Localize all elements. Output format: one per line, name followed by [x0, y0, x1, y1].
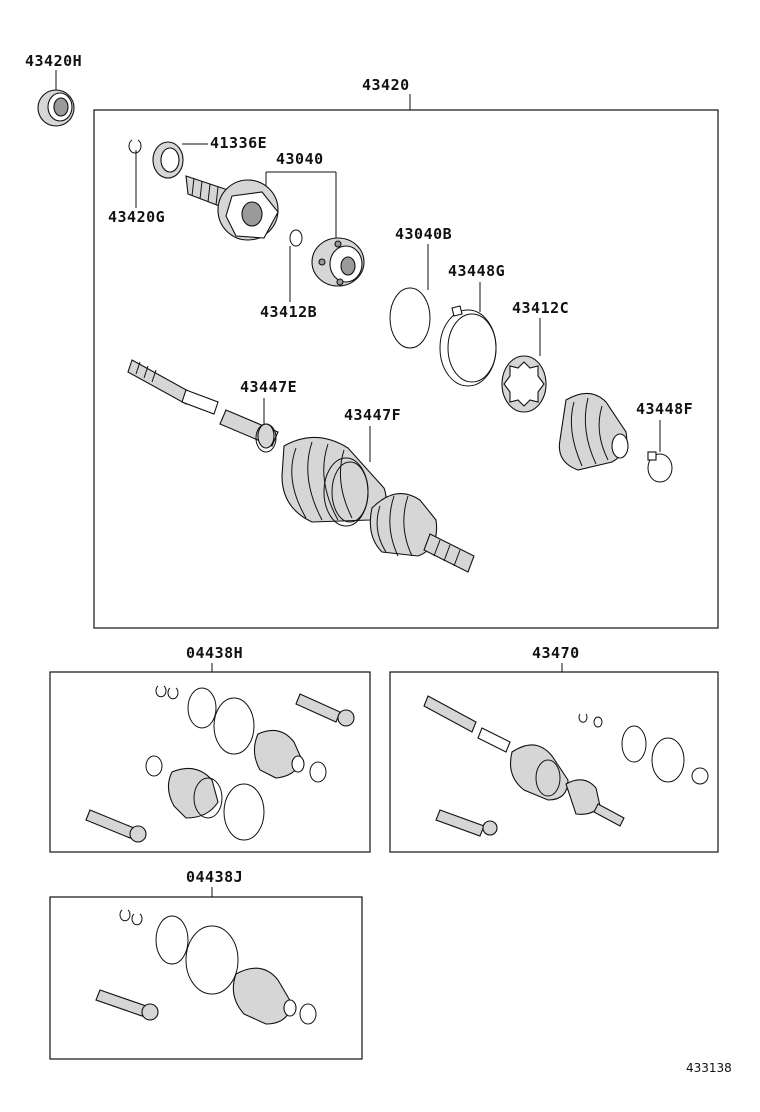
label-43447f: 43447F	[344, 406, 401, 424]
label-43420h: 43420H	[25, 52, 82, 70]
part-43447e-clamp	[255, 423, 277, 453]
part-43420h-seal	[37, 89, 75, 127]
label-41336e: 41336E	[210, 134, 267, 152]
part-outer-joint-housing	[185, 175, 279, 241]
box-04438h-kit	[49, 671, 371, 853]
kit-04438j-parts	[95, 909, 317, 1025]
label-04438j: 04438J	[186, 868, 243, 886]
box-43420-assembly	[93, 109, 719, 629]
box-43470-kit	[389, 671, 719, 853]
part-43448f-clamp	[647, 451, 673, 483]
part-43448g-clamp	[439, 305, 497, 387]
part-drive-shaft	[127, 359, 279, 449]
label-04438h: 04438H	[186, 644, 243, 662]
part-43412b-snap-ring	[289, 229, 303, 247]
label-43040: 43040	[276, 150, 324, 168]
label-43420: 43420	[362, 76, 410, 94]
label-43412b: 43412B	[260, 303, 317, 321]
kit-43470-parts	[423, 695, 709, 837]
label-43448f: 43448F	[636, 400, 693, 418]
part-boot-inboard	[558, 392, 629, 471]
part-43447f-clamp	[323, 457, 369, 527]
label-43470: 43470	[532, 644, 580, 662]
label-43448g: 43448G	[448, 262, 505, 280]
figure-reference: 433138	[686, 1061, 732, 1075]
part-43420g-snap-ring	[128, 139, 142, 154]
kit-04438h-parts	[85, 685, 355, 843]
part-inner-race	[311, 237, 365, 287]
label-43412c: 43412C	[512, 299, 569, 317]
part-43412c-spacer	[501, 355, 547, 413]
leader-lines	[55, 70, 661, 897]
label-43040b: 43040B	[395, 225, 452, 243]
part-boot-outboard	[281, 436, 387, 523]
part-outboard-joint	[369, 493, 475, 573]
box-04438j-kit	[49, 896, 363, 1060]
part-41336e-seal	[152, 141, 184, 179]
part-43040b-ring	[389, 287, 431, 349]
label-43420g: 43420G	[108, 208, 165, 226]
label-43447e: 43447E	[240, 378, 297, 396]
